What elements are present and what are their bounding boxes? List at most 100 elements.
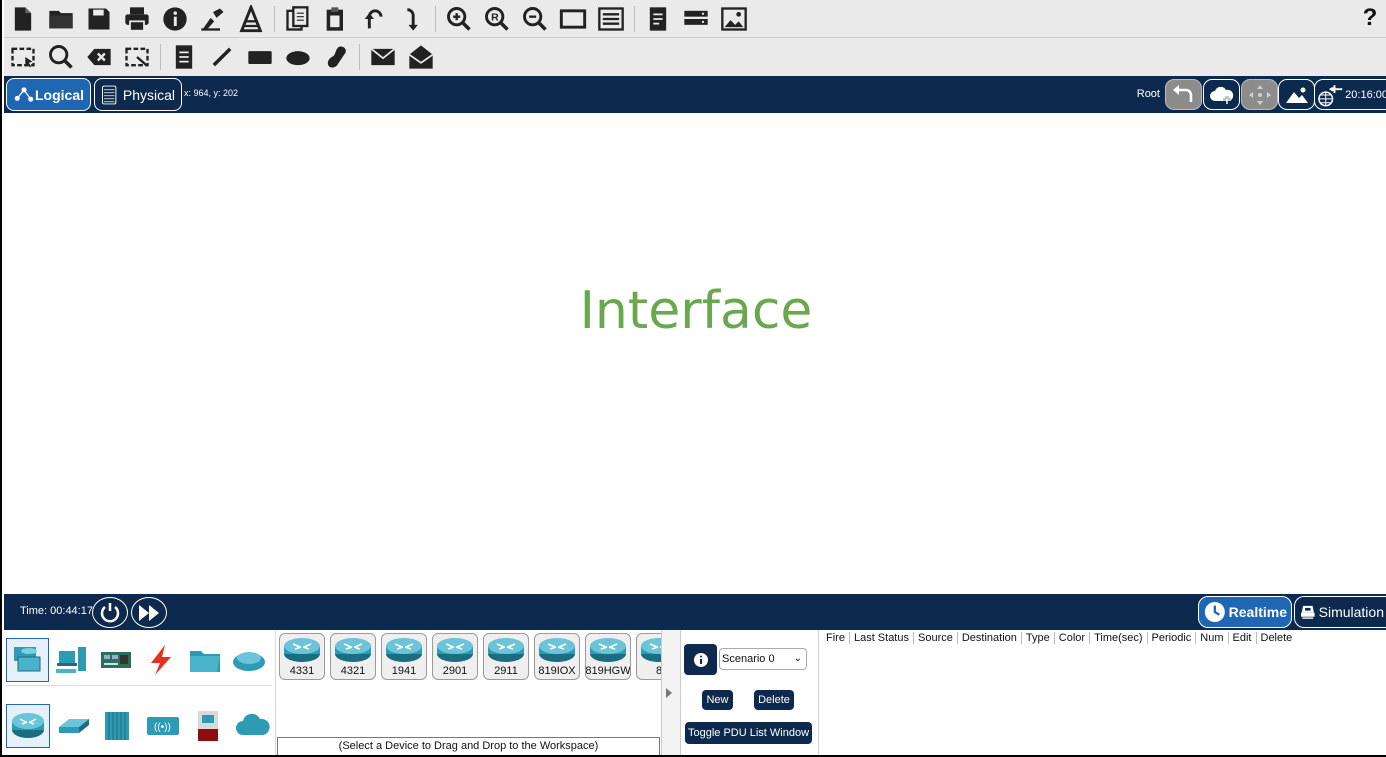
inspect-icon[interactable] xyxy=(42,40,80,74)
back-button[interactable] xyxy=(1165,79,1202,110)
resize-shape-icon[interactable] xyxy=(118,40,156,74)
select-icon[interactable] xyxy=(4,40,42,74)
subcategory-wan-emulation[interactable] xyxy=(231,704,275,748)
tab-physical[interactable]: Physical xyxy=(94,78,182,111)
copy-icon[interactable] xyxy=(279,2,317,36)
device-8[interactable]: 8 xyxy=(636,633,661,680)
print-icon[interactable] xyxy=(118,2,156,36)
pdu-column-header[interactable]: Destination xyxy=(956,632,1021,644)
pdu-column-header[interactable]: Num xyxy=(1195,632,1227,644)
info-icon[interactable] xyxy=(156,2,194,36)
tab-logical[interactable]: Logical xyxy=(6,78,91,111)
pdu-column-header[interactable]: Periodic xyxy=(1146,632,1196,644)
router-icon xyxy=(284,638,320,662)
custom-devices-dialog-icon[interactable] xyxy=(592,2,630,36)
server-rack-icon[interactable] xyxy=(677,2,715,36)
image-viewer-icon[interactable] xyxy=(715,2,753,36)
draw-rectangle-icon[interactable] xyxy=(241,40,279,74)
move-object-button[interactable] xyxy=(1241,79,1278,110)
category-components[interactable] xyxy=(95,638,138,682)
subcategory-hubs[interactable] xyxy=(96,704,140,748)
folder-icon xyxy=(189,650,220,672)
simulation-mode-button[interactable]: Simulation xyxy=(1294,596,1386,628)
device-2911[interactable]: 2911 xyxy=(483,633,529,680)
new-scenario-button[interactable]: New xyxy=(702,690,733,710)
toggle-pdu-list-button[interactable]: Toggle PDU List Window xyxy=(685,722,812,744)
delete-scenario-button[interactable]: Delete xyxy=(754,690,794,710)
category-network-devices[interactable] xyxy=(6,637,50,682)
activity-wizard-icon[interactable] xyxy=(194,2,232,36)
info-icon xyxy=(693,652,708,667)
power-cycle-button[interactable] xyxy=(92,597,128,628)
draw-line-icon[interactable] xyxy=(203,40,241,74)
scenario-info-button[interactable] xyxy=(684,644,717,675)
category-connections[interactable] xyxy=(139,638,182,682)
panel-splitter[interactable] xyxy=(661,630,681,755)
pdu-column-header[interactable]: Fire xyxy=(826,632,845,644)
pdu-column-header[interactable]: Source xyxy=(913,632,957,644)
globe-network-icon xyxy=(1318,84,1343,106)
zoom-out-icon[interactable] xyxy=(516,2,554,36)
view-command-log-icon[interactable] xyxy=(639,2,677,36)
add-simple-pdu-icon[interactable] xyxy=(364,40,402,74)
realtime-mode-button[interactable]: Realtime xyxy=(1198,596,1292,628)
subcategory-security[interactable] xyxy=(186,704,230,748)
new-cluster-button[interactable] xyxy=(1203,79,1240,110)
device-label: 1941 xyxy=(391,665,417,677)
device-819hgw[interactable]: 819HGW xyxy=(585,633,631,680)
viewport-clock[interactable]: 20:16:00 xyxy=(1314,79,1386,110)
open-folder-icon[interactable] xyxy=(42,2,80,36)
lightning-connection-icon xyxy=(150,644,171,675)
cloud-icon xyxy=(233,651,266,671)
switch-icon xyxy=(59,719,89,733)
scenario-select[interactable]: Scenario 0 ⌄ xyxy=(719,648,807,670)
wireless-access-point-icon: ((•)) xyxy=(147,717,179,735)
device-819iox[interactable]: 819IOX xyxy=(534,633,580,680)
components-icon xyxy=(101,651,132,668)
place-note-icon[interactable] xyxy=(165,40,203,74)
subcategory-routers[interactable] xyxy=(6,704,50,748)
logical-workspace[interactable]: Interface xyxy=(4,113,1386,594)
firewall-icon xyxy=(198,711,218,741)
add-complex-pdu-icon[interactable] xyxy=(402,40,440,74)
device-4321[interactable]: 4321 xyxy=(330,633,376,680)
pdu-column-header[interactable]: Last Status xyxy=(848,632,913,644)
draw-ellipse-icon[interactable] xyxy=(279,40,317,74)
time-bar: Time: 00:44:17 Realtime Simulation xyxy=(4,594,1386,630)
category-multiuser[interactable] xyxy=(228,638,271,682)
set-background-button[interactable] xyxy=(1278,79,1315,110)
undo-icon[interactable] xyxy=(355,2,393,36)
device-4331[interactable]: 4331 xyxy=(279,633,325,680)
pdu-column-header[interactable]: Edit xyxy=(1227,632,1256,644)
pdu-column-header[interactable]: Color xyxy=(1053,632,1089,644)
pdu-column-header[interactable]: Time(sec) xyxy=(1089,632,1146,644)
device-label: 819IOX xyxy=(538,665,576,677)
redo-icon[interactable] xyxy=(393,2,431,36)
new-file-icon[interactable] xyxy=(4,2,42,36)
category-end-devices[interactable] xyxy=(50,638,93,682)
fast-forward-button[interactable] xyxy=(131,597,167,628)
category-miscellaneous[interactable] xyxy=(183,638,226,682)
zoom-reset-icon[interactable]: R xyxy=(478,2,516,36)
save-icon[interactable] xyxy=(80,2,118,36)
subcategory-wireless-devices[interactable]: ((•)) xyxy=(141,704,185,748)
device-hint: (Select a Device to Drag and Drop to the… xyxy=(277,737,660,755)
pdu-column-header[interactable]: Delete xyxy=(1255,632,1297,644)
logical-topology-icon xyxy=(14,86,34,102)
toolbar-separator xyxy=(435,5,436,32)
device-2901[interactable]: 2901 xyxy=(432,633,478,680)
zoom-in-icon[interactable] xyxy=(440,2,478,36)
delete-icon[interactable] xyxy=(80,40,118,74)
help-button[interactable]: ? xyxy=(1362,4,1378,31)
pdu-column-header[interactable]: Type xyxy=(1020,632,1054,644)
paste-icon[interactable] xyxy=(317,2,355,36)
draw-freeform-icon[interactable] xyxy=(317,40,355,74)
clock-icon xyxy=(1204,601,1225,623)
workspace-bar: Logical Physical x: 964, y: 202 Root 20:… xyxy=(4,76,1386,113)
drawing-palette-icon[interactable] xyxy=(554,2,592,36)
network-tower-icon[interactable] xyxy=(232,2,270,36)
root-label: Root xyxy=(1136,88,1160,100)
device-1941[interactable]: 1941 xyxy=(381,633,427,680)
subcategory-switches[interactable] xyxy=(51,704,95,748)
router-icon xyxy=(386,638,422,662)
